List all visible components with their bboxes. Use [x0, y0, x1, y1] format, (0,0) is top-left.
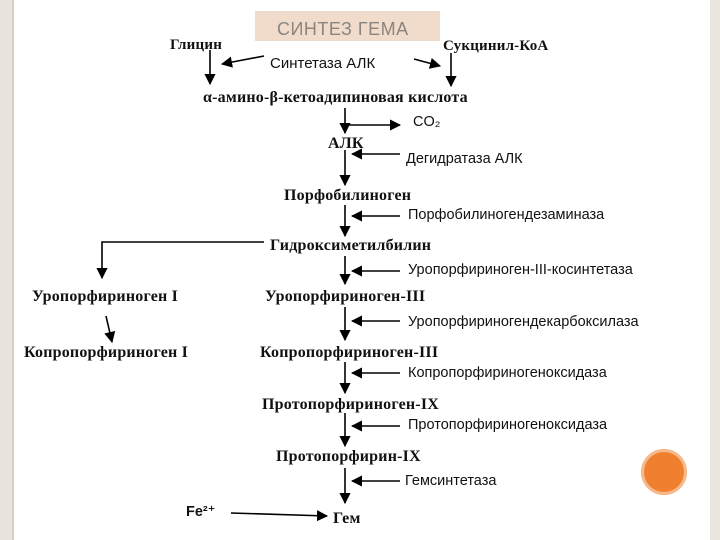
uro-decarboxylase-label: Уропорфириногендекарбоксилаза [408, 314, 639, 330]
copro-oxidase-label: Копропорфириногеноксидаза [408, 365, 607, 381]
slide-frame-left-line [12, 0, 14, 540]
arrow-hmb-to-uro1 [96, 241, 264, 280]
alk-dehydratase-label: Дегидратаза АЛК [406, 151, 523, 167]
fe-label: Fe²⁺ [186, 504, 216, 520]
arrow-synthetase-left [220, 55, 265, 68]
amino-ketoadipic-label: α-амино-β-кетоадипиновая кислота [203, 89, 468, 106]
proto-oxidase-label: Протопорфириногеноксидаза [408, 417, 608, 433]
glycine-label: Глицин [170, 37, 223, 53]
uroporphyrinogen-1-label: Уропорфириноген I [32, 288, 179, 305]
decorative-circle [641, 449, 687, 495]
pbg-deaminase-label: Порфобилиногендезаминаза [408, 207, 605, 223]
coproporphyrinogen-1-label: Копропорфириноген I [24, 344, 189, 361]
arrow-synthetase-right [413, 57, 442, 69]
slide-frame-left [0, 0, 12, 540]
heme-label: Гем [333, 510, 361, 527]
arrow-uro1-to-copro1 [104, 315, 116, 344]
page-title: СИНТЕЗ ГЕМА [277, 19, 409, 39]
title-box [255, 11, 440, 41]
uro3-cosynthetase-label: Уропорфириноген-III-косинтетаза [408, 262, 633, 278]
alk-label: АЛК [328, 135, 364, 152]
protoporphyrinogen-9-label: Протопорфириноген-IX [262, 396, 440, 413]
porphobilinogen-label: Порфобилиноген [284, 187, 412, 204]
protoporphyrin-9-label: Протопорфирин-IX [276, 448, 421, 465]
hydroxymethylbilane-label: Гидроксиметилбилин [270, 237, 432, 254]
heme-synthetase-label: Гемсинтетаза [405, 473, 497, 489]
arrow-fe-to-heme [230, 510, 329, 522]
slide-frame-right [710, 0, 720, 540]
alk-synthetase-label: Синтетаза АЛК [270, 55, 376, 72]
succinyl-coa-label: Сукцинил-КоА [443, 38, 549, 54]
uroporphyrinogen-3-label: Уропорфириноген-III [265, 288, 426, 305]
coproporphyrinogen-3-label: Копропорфириноген-III [260, 344, 439, 361]
co2-label: CO₂ [413, 114, 441, 130]
